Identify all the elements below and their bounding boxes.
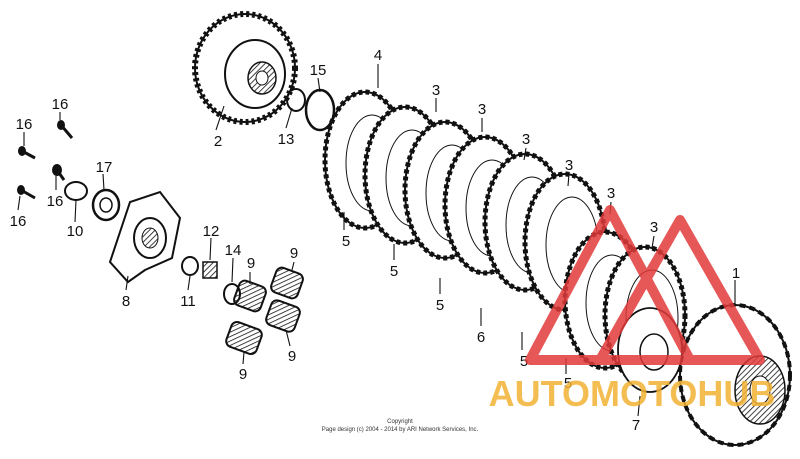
callout-5-b: 5 — [390, 263, 398, 280]
part-8-lifter-plate — [108, 190, 182, 284]
leader-lines — [17, 64, 736, 417]
callout-9-c: 9 — [288, 348, 296, 365]
watermark-logo: AUTOMOTOHUB — [489, 205, 776, 414]
callouts: 1 2 3 3 3 3 3 3 4 5 5 5 5 5 6 7 8 9 9 9 … — [10, 47, 741, 434]
bolt-16-c — [52, 164, 66, 181]
spring-9-d — [225, 321, 263, 355]
callout-3-e: 3 — [607, 185, 615, 202]
callout-6: 6 — [477, 329, 485, 346]
callout-16-a: 16 — [52, 96, 69, 113]
copyright-line-2: Page design (c) 2004 - 2014 by ARI Netwo… — [321, 427, 479, 433]
callout-3-d: 3 — [565, 157, 573, 174]
part-15-snap-ring — [304, 88, 336, 132]
callout-2: 2 — [214, 133, 222, 150]
bolt-16-b — [18, 146, 36, 160]
bolt-16-d — [17, 185, 36, 200]
part-2-clutch-outer-gear — [192, 11, 298, 125]
callout-16-b: 16 — [16, 116, 33, 133]
copyright-notice: Copyright Page design (c) 2004 - 2014 by… — [0, 418, 800, 434]
callout-5-a: 5 — [342, 233, 350, 250]
part-11-nut — [181, 256, 199, 276]
callout-1: 1 — [732, 265, 740, 282]
part-13-washer — [286, 88, 306, 112]
callout-3-b: 3 — [478, 101, 486, 118]
callout-3-c: 3 — [522, 131, 530, 148]
spring-9-a — [270, 266, 304, 300]
part-12-lifter-rod — [202, 261, 218, 279]
callout-9-d: 9 — [239, 366, 247, 383]
part-9-springs — [225, 266, 304, 355]
callout-13: 13 — [278, 131, 295, 148]
watermark-text: AUTOMOTOHUB — [489, 373, 776, 414]
callout-9-a: 9 — [290, 245, 298, 262]
part-17-bearing — [91, 188, 121, 222]
copyright-line-1: Copyright — [387, 419, 413, 425]
callout-16-c: 16 — [47, 193, 64, 210]
callout-5-d: 5 — [520, 353, 528, 370]
spring-9-c — [265, 299, 301, 333]
callout-4: 4 — [374, 47, 382, 64]
bolt-16-a — [57, 120, 74, 139]
callout-14: 14 — [225, 242, 242, 259]
callout-12: 12 — [203, 223, 220, 240]
callout-15: 15 — [310, 62, 327, 79]
part-1-clutch-outer — [678, 303, 792, 447]
callout-10: 10 — [67, 223, 84, 240]
callout-17: 17 — [96, 159, 113, 176]
callout-5-c: 5 — [436, 297, 444, 314]
callout-3-f: 3 — [650, 219, 658, 236]
callout-7: 7 — [632, 417, 640, 434]
spring-9-b — [233, 279, 267, 313]
callout-16-d: 16 — [10, 213, 27, 230]
callout-8: 8 — [122, 293, 130, 310]
callout-3-a: 3 — [432, 82, 440, 99]
part-16-bolts — [17, 120, 74, 200]
callout-5-e: 5 — [564, 375, 572, 392]
callout-11: 11 — [180, 293, 196, 310]
callout-9-b: 9 — [247, 255, 255, 272]
part-10-collar — [64, 181, 88, 201]
